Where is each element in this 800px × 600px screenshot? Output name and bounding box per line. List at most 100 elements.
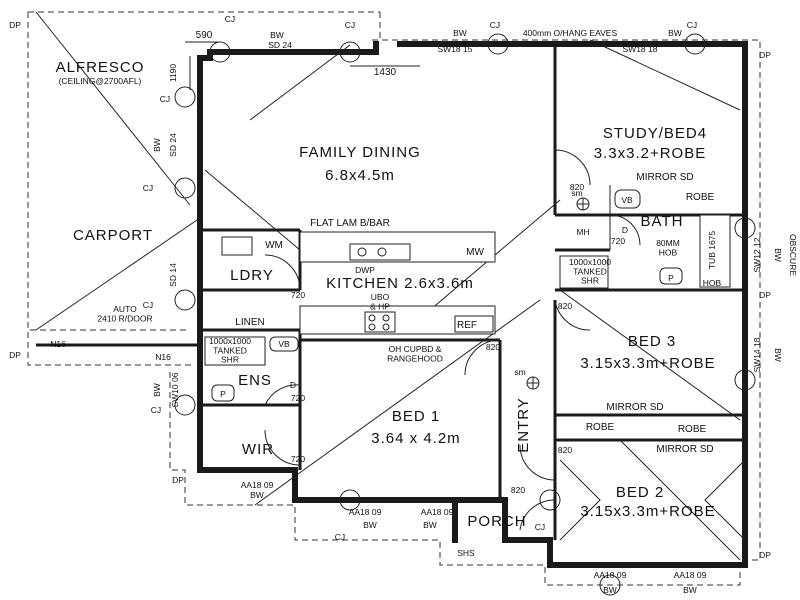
label-mw: MW [466,247,484,258]
dim-820-entry: 820 [511,485,525,495]
label-robe-study: ROBE [686,192,715,203]
label-bw-top-3: BW [270,30,284,40]
label-sw1212: SW12 12 [752,237,762,272]
label-cj-6: CJ [143,183,153,193]
room-alfresco: ALFRESCO [56,59,145,76]
label-mirror-sd-bed3: MIRROR SD [606,402,663,413]
label-bath-vb: VB [621,195,633,205]
label-n16-left: N16 [50,339,66,349]
label-bath-d: D [622,225,628,235]
bed3-size: 3.15x3.3m+ROBE [580,355,715,372]
label-bw-bottom-1: BW [250,490,264,500]
label-ens-p: P [220,389,226,399]
label-mirror-sd-study: MIRROR SD [636,172,693,183]
label-mirror-sd-bed2: MIRROR SD [656,444,713,455]
room-entry: ENTRY [515,397,532,453]
label-robe-bed3: ROBE [586,422,615,433]
dim-590: 590 [196,30,213,41]
label-linen: LINEN [235,317,264,328]
room-porch: PORCH [467,513,526,530]
dim-1190: 1190 [168,64,178,83]
label-aa1809-1: AA18 09 [241,480,274,490]
dim-1430: 1430 [374,67,397,78]
eaves-outline [27,11,761,586]
label-cj-5: CJ [160,94,170,104]
label-dp-6: DP [172,475,184,485]
dim-720-bath: 720 [611,236,625,246]
dim-820-bed2: 820 [558,445,572,455]
label-oh-cupbd: OH CUPBD &RANGEHOOD [387,344,443,363]
room-family-dining: FAMILY DINING [299,144,421,161]
label-cj-7: CJ [143,300,153,310]
bed2-size: 3.15x3.3m+ROBE [580,503,715,520]
label-sd14: SD 14 [168,263,178,287]
interior-walls [200,44,745,540]
dim-820-bed3: 820 [558,301,572,311]
label-bw-top-1: BW [453,28,467,38]
label-sm-entry: sm [514,367,525,377]
label-wm: WM [265,240,283,251]
room-kitchen: KITCHEN 2.6x3.6m [326,275,474,292]
label-obscure: OBSCURE [788,234,798,276]
room-bed3: BED 3 [628,333,676,350]
label-bw-left-1: BW [152,138,162,152]
bed1-size: 3.64 x 4.2m [371,430,460,447]
label-bw-bottom-5: BW [683,585,697,595]
label-bw-bottom-3: BW [423,520,437,530]
label-aa1809-5: AA18 09 [674,570,707,580]
label-bath-p: P [668,273,674,283]
label-bw-top-2: BW [668,28,682,38]
label-cj-4: CJ [687,20,697,30]
room-wir: WIR [242,441,274,458]
label-mh: MH [576,227,589,237]
label-sm-study: sm [571,188,582,198]
dim-720-wir: 720 [291,454,305,464]
dim-720-ldry: 720 [291,290,305,300]
label-cj-3: CJ [490,20,500,30]
label-aa1809-4: AA18 09 [594,570,627,580]
label-tub: TUB 1675 [707,231,717,270]
label-dwp: DWP [355,265,375,275]
label-dp-4: DP [759,290,771,300]
alfresco-ceiling: (CEILING@2700AFL) [59,76,142,86]
label-shs: SHS [457,548,475,558]
label-cj-8: CJ [151,405,161,415]
label-cj-2: CJ [345,20,355,30]
study-size: 3.3x3.2+ROBE [594,145,706,162]
door-swings [264,149,746,541]
label-flat-lam-bar: FLAT LAM B/BAR [310,218,390,229]
label-sw1006: SW10 06 [170,372,180,407]
dim-720-ens: 720 [291,393,305,403]
control-joints [174,33,756,596]
label-bw-right-1: BW [773,248,783,262]
label-cj-10: CJ [535,522,545,532]
label-ubo-hp: UBO& HP [370,292,390,311]
label-sw1815: SW18 15 [438,44,473,54]
label-aa1809-2: AA18 09 [349,507,382,517]
label-bw-right-2: BW [773,348,783,362]
fixtures [204,189,731,402]
family-dining-size: 6.8x4.5m [325,167,395,184]
room-ensuite: ENS [238,372,272,389]
label-aa1809-3: AA18 09 [421,507,454,517]
room-bed2: BED 2 [616,484,664,501]
label-robe-bed2: ROBE [678,424,707,435]
label-sw1818: SW18 18 [623,44,658,54]
dim-820-kitchen: 820 [486,342,500,352]
label-dp-2: DP [9,350,21,360]
label-ens-vb: VB [278,339,290,349]
label-sd24-left: SD 24 [168,133,178,157]
label-sw1418: SW14 18 [752,337,762,372]
label-bw-left-2: BW [152,383,162,397]
dim-820-study: 820 [570,182,584,192]
room-laundry: LDRY [230,267,274,284]
room-study: STUDY/BED4 [603,125,707,142]
label-dp-1: DP [9,20,21,30]
room-carport: CARPORT [73,227,153,244]
exterior-walls [36,41,748,568]
